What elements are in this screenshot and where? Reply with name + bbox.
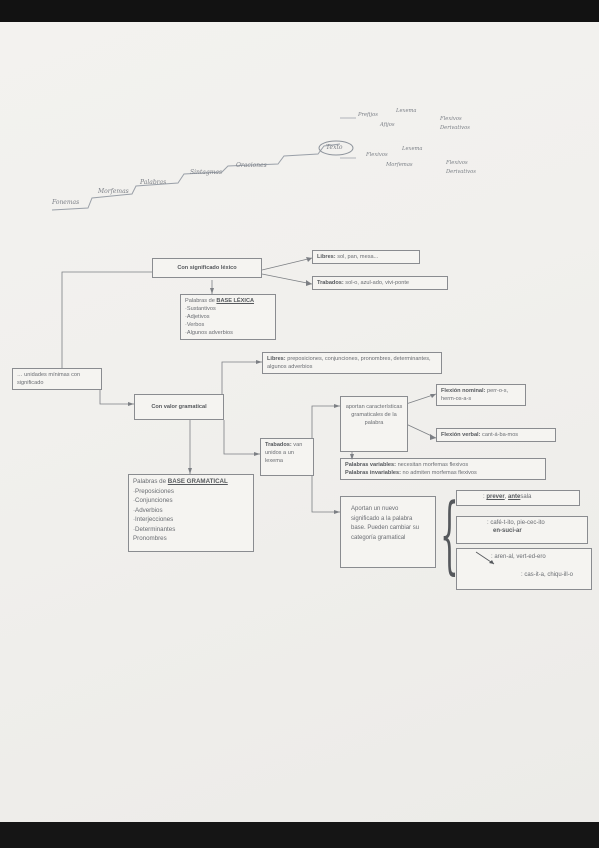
- note-afijos: Afijos: [380, 122, 395, 128]
- base-lexica-prefix: Palabras de: [185, 298, 215, 304]
- base-gramatical-strong: BASE GRAMATICAL: [167, 478, 228, 485]
- example-casita-line: : cas-it-a, chiqu-ill-o: [491, 561, 587, 579]
- aportan-car-text: aportan características gramaticales de …: [345, 404, 403, 426]
- note-flexivos-3: Flexivos: [446, 160, 468, 166]
- base-lexica-list: ·Sustantivos ·Adjetivos ·Verbos ·Algunos…: [185, 305, 271, 337]
- flexion-verbal-label: Flexión verbal:: [441, 432, 481, 438]
- con-significado-label: Con significado léxico: [177, 265, 237, 271]
- aportan-nuevo-text: Aportan un nuevo significado a la palabr…: [351, 506, 420, 541]
- flexion-nominal-box: Flexión nominal: perr-o-s, herm-os-a-s: [436, 384, 526, 406]
- libres-lexico-label: Libres:: [317, 254, 336, 260]
- step-oraciones: Oraciones: [236, 162, 267, 169]
- example-ensuciar-line: en-suci-ar: [487, 527, 583, 535]
- trabados-lexico-label: Trabados:: [317, 280, 344, 286]
- invariables-text: no admiten morfemas flexivos: [402, 470, 477, 476]
- flexion-nominal-text: perr-o-s, herm-os-a-s: [441, 388, 509, 402]
- libres-gram-box: Libres: preposiciones, conjunciones, pro…: [262, 352, 442, 374]
- libres-gram-label: Libres:: [267, 356, 286, 362]
- con-significado-box: Con significado léxico: [152, 258, 262, 278]
- unidades-box: … unidades mínimas con significado: [12, 368, 102, 390]
- example-sala: sala: [520, 494, 532, 500]
- paper-sheet: Fonemas Morfemas Palabras Sintagmas Orac…: [0, 22, 599, 822]
- step-palabras: Palabras: [140, 179, 167, 186]
- note-prefijos: Prefijos: [358, 112, 378, 118]
- staircase-lines: [51, 117, 356, 211]
- dark-edge-bottom: [0, 822, 599, 848]
- connector-lines: [61, 257, 495, 571]
- trabados-lexico-text: sol-o, azul-ado, vivi-ponte: [345, 280, 410, 286]
- example-prefijos-box: : prever, antesala: [456, 490, 580, 506]
- list-item: ·Adverbios: [133, 506, 163, 514]
- example-prefijos-colon: :: [483, 494, 485, 500]
- list-item: ·Determinantes: [133, 525, 176, 533]
- note-flexivos-1: Flexivos: [440, 116, 462, 122]
- list-item: Pronombres: [133, 535, 167, 542]
- example-interfijos-colon: :: [487, 520, 489, 526]
- unidades-text: … unidades mínimas con significado: [17, 372, 81, 386]
- trabados-gram-label: Trabados:: [265, 442, 292, 448]
- libres-lexico-text: sol, pan, mesa...: [337, 254, 379, 260]
- base-gramatical-list: ·Preposiciones ·Conjunciones ·Adverbios …: [133, 487, 249, 544]
- variables-box: Palabras variables: necesitan morfemas f…: [340, 458, 546, 480]
- flexion-verbal-text: cant-á-ba-mos: [482, 432, 519, 438]
- list-item: ·Sustantivos: [185, 306, 216, 312]
- libres-lexico-box: Libres: sol, pan, mesa...: [312, 250, 420, 264]
- example-cafetito-line: : café-t-ito, pie-cec-ito: [487, 519, 583, 527]
- trabados-lexico-box: Trabados: sol-o, azul-ado, vivi-ponte: [312, 276, 448, 290]
- libres-gram-text: preposiciones, conjunciones, pronombres,…: [267, 356, 431, 370]
- note-lexema-2: Lexema: [402, 146, 423, 152]
- example-arenal-line: : aren-al, vert-ed-ero: [491, 553, 587, 561]
- list-item: ·Algunos adverbios: [185, 330, 233, 336]
- note-lexema-1: Lexema: [396, 108, 417, 114]
- example-prever: prever: [486, 494, 505, 500]
- list-item: ·Adjetivos: [185, 314, 210, 320]
- example-ensuciar: en-suci-ar: [493, 528, 522, 534]
- invariables-label: Palabras invariables:: [345, 470, 401, 476]
- list-item: ·Verbos: [185, 322, 205, 328]
- aportan-car-box: aportan características gramaticales de …: [340, 396, 408, 452]
- curly-brace: {: [440, 485, 459, 583]
- flexion-verbal-box: Flexión verbal: cant-á-ba-mos: [436, 428, 556, 442]
- flexion-nominal-label: Flexión nominal:: [441, 388, 486, 394]
- step-sintagmas: Sintagmas: [190, 169, 223, 176]
- aportan-nuevo-box: Aportan un nuevo significado a la palabr…: [340, 496, 436, 568]
- note-derivativos-2: Derivativos: [446, 169, 476, 175]
- note-morfemas: Morfemas: [386, 162, 413, 168]
- example-interfijos-box: : café-t-ito, pie-cec-ito en-suci-ar: [456, 516, 588, 544]
- trabados-gram-box: Trabados: van unidos a un lexema: [260, 438, 314, 476]
- note-derivativos-1: Derivativos: [440, 125, 470, 131]
- example-sufijos-colon: :: [491, 554, 493, 560]
- list-item: ·Preposiciones: [133, 487, 174, 495]
- step-texto: Texto: [326, 144, 343, 151]
- example-sufijos-box: : aren-al, vert-ed-ero : cas-it-a, chiqu…: [456, 548, 592, 590]
- dark-edge-top: [0, 0, 599, 24]
- list-item: ·Conjunciones: [133, 497, 173, 504]
- example-ante: ante: [508, 494, 521, 500]
- example-cafetito: café-t-ito, pie-cec-ito: [490, 520, 545, 526]
- base-gramatical-prefix: Palabras de: [133, 478, 167, 485]
- base-lexica-strong: BASE LÉXICA: [216, 298, 255, 304]
- variables-label: Palabras variables:: [345, 462, 396, 468]
- note-flexivos-2: Flexivos: [366, 152, 388, 158]
- invariables-line: Palabras invariables: no admiten morfema…: [345, 469, 541, 477]
- example-arenal: aren-al, vert-ed-ero: [494, 554, 546, 560]
- con-valor-label: Con valor gramatical: [151, 404, 207, 410]
- variables-text: necesitan morfemas flexivos: [397, 462, 469, 468]
- example-casita-colon: :: [521, 572, 523, 578]
- variables-line: Palabras variables: necesitan morfemas f…: [345, 461, 541, 469]
- list-item: ·Interjecciones: [133, 516, 174, 523]
- con-valor-box: Con valor gramatical: [134, 394, 224, 420]
- base-lexica-title: Palabras de BASE LÉXICA: [185, 297, 271, 305]
- base-gramatical-box: Palabras de BASE GRAMATICAL ·Preposicion…: [128, 474, 254, 552]
- base-gramatical-title: Palabras de BASE GRAMATICAL: [133, 477, 249, 487]
- step-fonemas: Fonemas: [52, 199, 80, 206]
- step-morfemas: Morfemas: [98, 188, 129, 195]
- trabados-gram-text: van unidos a un lexema: [265, 442, 303, 464]
- example-casita: cas-it-a, chiqu-ill-o: [524, 572, 574, 578]
- base-lexica-box: Palabras de BASE LÉXICA ·Sustantivos ·Ad…: [180, 294, 276, 340]
